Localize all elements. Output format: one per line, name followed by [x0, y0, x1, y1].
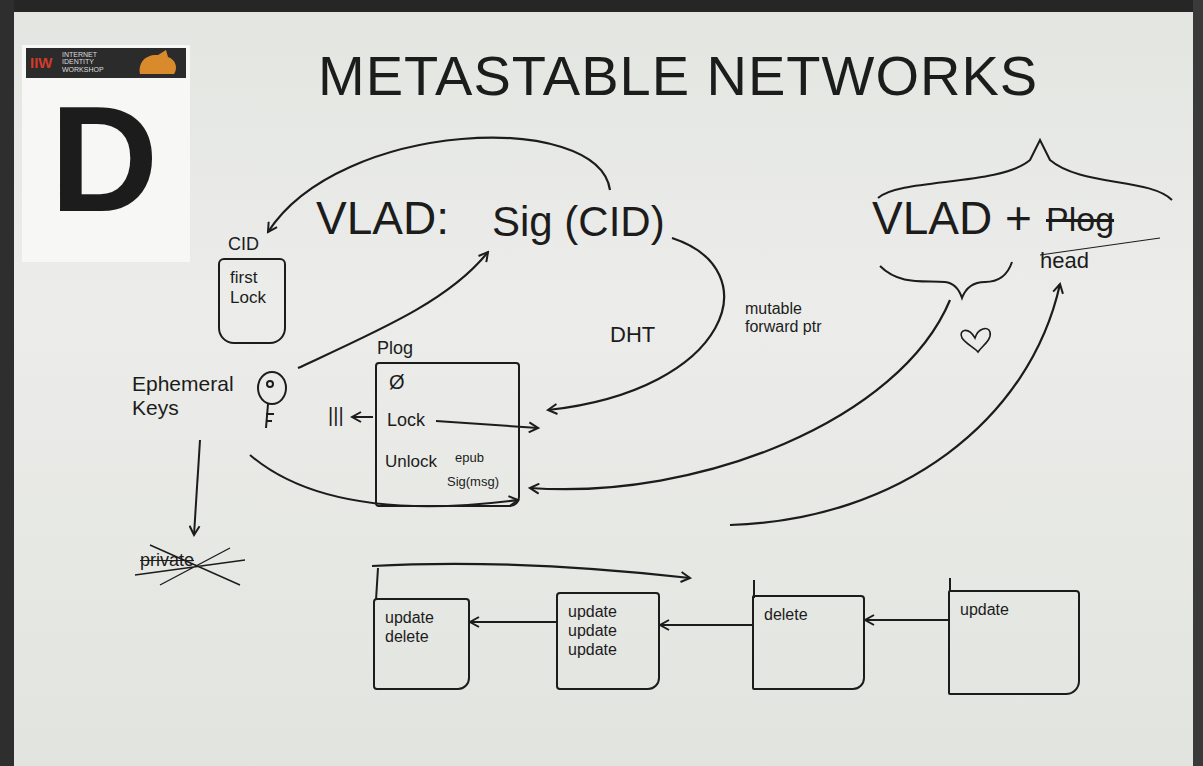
- handwritten-text: Ephemeral Keys: [132, 372, 250, 420]
- handwritten-text: head: [1040, 248, 1089, 273]
- arrow: [352, 416, 373, 418]
- box-text: epub: [455, 450, 484, 466]
- arrow-label: mutable forward ptr: [745, 300, 823, 337]
- arrow: [548, 238, 724, 410]
- sign-paper: [22, 45, 190, 262]
- logo-icon: [140, 50, 176, 74]
- arrow: [372, 564, 690, 578]
- logo-bar: [26, 48, 186, 78]
- arrow: [530, 300, 950, 489]
- handwritten-text: |||: [328, 404, 344, 427]
- log-entry: update update update: [556, 592, 660, 690]
- box-text: Ø: [389, 370, 405, 394]
- divider-line: [376, 568, 950, 600]
- log-entry: update: [948, 590, 1080, 695]
- connector-arrow: [660, 624, 752, 626]
- connector-arrow: [865, 619, 948, 621]
- key-icon: [258, 372, 286, 428]
- board-frame: [0, 0, 1203, 12]
- logo-text: INTERNET IDENTITY WORKSHOP: [62, 51, 112, 73]
- handwritten-text: Sig (CID): [492, 198, 665, 246]
- brace: [878, 140, 1172, 200]
- box-text: update update update: [568, 602, 648, 660]
- arrow: [194, 440, 200, 535]
- title: METASTABLE NETWORKS: [318, 44, 1038, 108]
- heart-symbol: [961, 329, 990, 352]
- box-text: Lock: [387, 410, 425, 432]
- board-frame: [1193, 0, 1203, 766]
- arrow-label: DHT: [610, 322, 655, 347]
- lock-box: CIDfirst Lock: [218, 258, 286, 344]
- struck-text: private: [140, 550, 194, 571]
- handwritten-text: VLAD +: [872, 192, 1032, 245]
- arrow: [298, 252, 488, 368]
- connector-arrow: [470, 621, 556, 623]
- board-frame: [0, 0, 14, 766]
- arrow: [730, 284, 1060, 525]
- box-text: update: [960, 600, 1068, 619]
- box-heading: CID: [228, 234, 259, 256]
- log-entry: delete: [752, 595, 865, 690]
- handwritten-text: VLAD:: [316, 192, 449, 245]
- arrow: [436, 421, 538, 428]
- box-heading: Plog: [377, 338, 413, 360]
- log-entry: update delete: [373, 598, 470, 690]
- box-text: update delete: [385, 608, 458, 646]
- box-text: Unlock: [385, 452, 437, 472]
- sign-letter: D: [50, 84, 158, 234]
- box-text: Sig(msg): [447, 474, 499, 490]
- box-text: delete: [764, 605, 853, 624]
- log-box: PlogØLockUnlockepubSig(msg): [375, 362, 520, 507]
- logo-text: IIW: [30, 54, 53, 71]
- scribble: [135, 545, 245, 585]
- brace: [880, 262, 1012, 298]
- box-text: first Lock: [230, 268, 274, 309]
- struck-text: Plog: [1046, 200, 1114, 239]
